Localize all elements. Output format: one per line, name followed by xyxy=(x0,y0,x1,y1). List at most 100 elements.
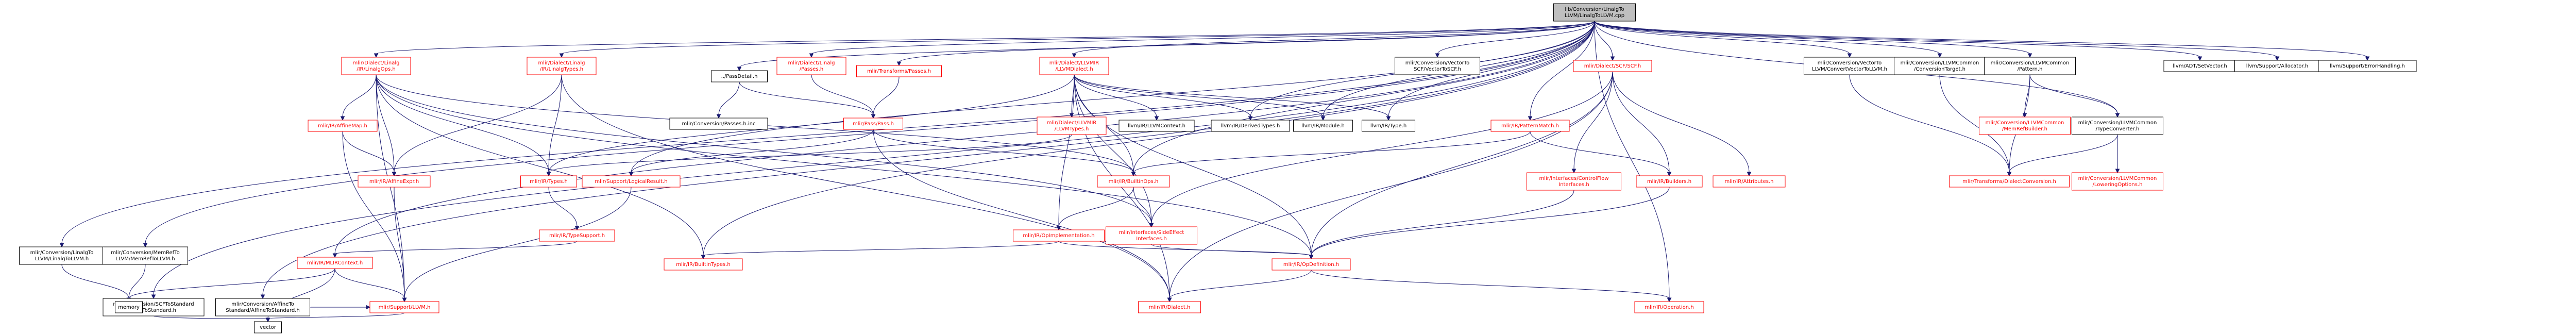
arrowhead xyxy=(737,66,742,72)
include-node[interactable]: mlir/IR/PatternMatch.h xyxy=(1490,120,1570,132)
include-node: mlir/Conversion/AffineToStandard/AffineT… xyxy=(215,298,310,316)
edge-line xyxy=(1133,21,1595,173)
include-node[interactable]: mlir/Dialect/SCF/SCF.h xyxy=(1573,60,1652,72)
arrowhead xyxy=(2197,56,2202,61)
include-node[interactable]: mlir/Support/LogicalResult.h xyxy=(582,175,681,188)
node-label: /ConversionTarget.h xyxy=(1914,66,1965,72)
edge-n24-to-n25 xyxy=(1571,71,1613,174)
include-node[interactable]: mlir/IR/Dialect.h xyxy=(1138,301,1201,313)
edge-n16-to-n20 xyxy=(1074,74,1326,121)
edge-line xyxy=(718,81,740,115)
include-node[interactable]: mlir/Pass/Pass.h xyxy=(843,118,903,130)
edge-n24-to-n26 xyxy=(1612,71,1672,177)
edge-n16-to-n19 xyxy=(1074,74,1253,121)
edge-n28-to-n29 xyxy=(1056,187,1134,231)
node-label: mlir/Dialect/LLVMIR xyxy=(1047,120,1097,126)
include-node: memory xyxy=(115,301,143,313)
edge-line xyxy=(1074,74,1152,224)
edge-n39-to-n36 xyxy=(394,187,407,303)
node-box xyxy=(1634,301,1704,313)
include-node[interactable]: mlir/IR/OpDefinition.h xyxy=(1272,258,1351,271)
node-label: mlir/Dialect/Linalg xyxy=(788,60,835,66)
node-label: llvm/Support/ErrorHandling.h xyxy=(2330,63,2405,69)
edge-line xyxy=(1074,74,1324,118)
edge-n26-to-n31 xyxy=(1309,187,1670,260)
node-label: SCF/VectorToSCF.h xyxy=(1414,66,1461,72)
include-node[interactable]: mlir/IR/Types.h xyxy=(520,175,577,188)
node-label: mlir/Conversion/MemRefTo xyxy=(111,250,179,256)
edge-n16-to-n32 xyxy=(1074,74,1172,303)
edge-line xyxy=(1594,21,1613,58)
node-box xyxy=(103,246,188,265)
node-label: memory xyxy=(118,305,140,310)
include-node[interactable]: mlir/IR/OpImplementation.h xyxy=(1013,229,1105,242)
edge-line xyxy=(61,264,129,299)
edge-line xyxy=(1151,71,1613,224)
include-node[interactable]: mlir/Conversion/LLVMCommon/MemRefBuilder… xyxy=(1979,116,2071,135)
node-box xyxy=(1118,120,1195,132)
node-box xyxy=(1039,57,1109,75)
include-node[interactable]: mlir/Dialect/Linalg/IR/LinalgOps.h xyxy=(341,57,411,75)
include-node[interactable]: mlir/Support/LLVM.h xyxy=(369,301,439,313)
node-box xyxy=(369,301,439,313)
edge-line xyxy=(1437,21,1595,55)
arrowhead xyxy=(1571,169,1577,174)
include-node[interactable]: mlir/Transforms/Passes.h xyxy=(856,65,942,77)
edge-line xyxy=(334,241,578,255)
edge-n16-to-n29 xyxy=(1056,74,1075,231)
node-label: /MemRefBuilder.h xyxy=(2002,126,2047,132)
include-node[interactable]: mlir/IR/MLIRContext.h xyxy=(297,257,373,269)
edge-n25-to-n31 xyxy=(1309,190,1574,260)
edge-line xyxy=(61,21,1595,244)
include-node[interactable]: mlir/IR/Builders.h xyxy=(1636,175,1703,188)
edge-n16-to-n18 xyxy=(1074,74,1159,121)
include-node[interactable]: mlir/Dialect/Linalg/Passes.h xyxy=(776,57,846,75)
node-label: /TypeConverter.h xyxy=(2096,126,2140,132)
arrowhead xyxy=(2007,172,2012,177)
include-node[interactable]: mlir/Transforms/DialectConversion.h xyxy=(1949,175,2070,188)
node-label: mlir/IR/AffineExpr.h xyxy=(369,179,419,185)
include-node[interactable]: mlir/Dialect/LLVMIR/LLVMDialect.h xyxy=(1039,57,1109,75)
edge-line xyxy=(739,81,874,115)
edge-root-to-n48 xyxy=(1594,21,2280,61)
include-node[interactable]: mlir/IR/AffineMap.h xyxy=(308,120,378,132)
edge-root-to-n41 xyxy=(1594,21,1942,58)
edge-line xyxy=(873,76,900,115)
node-label: mlir/IR/PatternMatch.h xyxy=(1501,123,1559,129)
node-label: mlir/Conversion/LLVMCommon xyxy=(2078,176,2157,181)
arrowhead xyxy=(1528,116,1533,121)
edge-line xyxy=(128,268,335,299)
node-label: mlir/Transforms/Passes.h xyxy=(867,69,931,74)
node-label: mlir/Dialect/SCF/SCF.h xyxy=(1584,63,1641,69)
node-box xyxy=(1979,116,2071,135)
include-node[interactable]: mlir/Dialect/Linalg/IR/LinalgTypes.h xyxy=(527,57,597,75)
node-box xyxy=(341,57,411,75)
include-node[interactable]: mlir/IR/AffineExpr.h xyxy=(358,175,431,188)
include-node[interactable]: mlir/IR/BuiltinTypes.h xyxy=(664,258,743,271)
node-box xyxy=(2072,172,2163,191)
node-box xyxy=(297,257,373,269)
arrowhead xyxy=(1937,53,1942,58)
edge-n2-to-n37 xyxy=(126,264,146,303)
node-label: mlir/Conversion/Passes.h.inc xyxy=(682,121,755,127)
edge-n5-to-n36 xyxy=(376,74,407,303)
arrowhead xyxy=(265,318,270,323)
edge-line xyxy=(1169,270,1312,299)
node-label: mlir/Conversion/VectorTo xyxy=(1405,60,1470,66)
node-box xyxy=(215,298,310,316)
include-node[interactable]: mlir/Dialect/LLVMIR/LLVMTypes.h xyxy=(1037,116,1107,135)
include-node[interactable]: mlir/IR/Operation.h xyxy=(1634,301,1704,313)
node-label: LLVM/LinalgToLLVM.h xyxy=(35,256,89,262)
include-node[interactable]: mlir/Conversion/LLVMCommon/LoweringOptio… xyxy=(2072,172,2163,191)
include-node: llvm/IR/Module.h xyxy=(1293,120,1353,132)
edge-root-to-n7 xyxy=(559,21,1595,58)
edge-root-to-n22 xyxy=(1435,21,1595,58)
include-node[interactable]: mlir/IR/TypeSupport.h xyxy=(539,229,615,242)
edge-n42-to-n43 xyxy=(2022,74,2030,118)
include-node[interactable]: mlir/IR/Attributes.h xyxy=(1713,175,1786,188)
node-label: /SCFToStandard.h xyxy=(131,308,176,313)
include-node[interactable]: mlir/IR/BuiltinOps.h xyxy=(1097,175,1170,188)
